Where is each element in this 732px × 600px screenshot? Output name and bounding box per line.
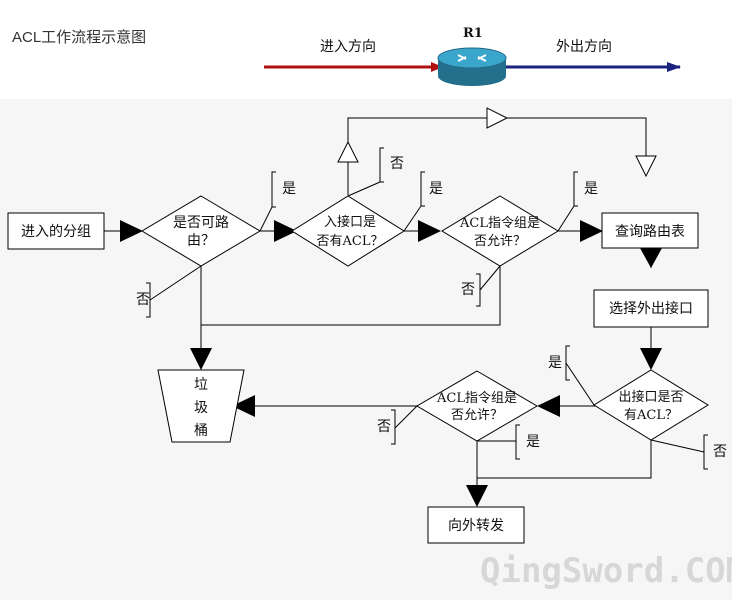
svg-text:圾: 圾 xyxy=(194,400,208,416)
node-acl-in-decision: ACL指令组是 否允许？ xyxy=(441,195,559,267)
svg-text:否允许？: 否允许？ xyxy=(451,407,503,423)
svg-text:查询路由表: 查询路由表 xyxy=(615,224,685,240)
node-acl-out-decision: ACL指令组是 否允许？ xyxy=(416,370,538,442)
watermark: QingSword.COM xyxy=(480,551,732,591)
svg-text:桶: 桶 xyxy=(194,423,208,439)
annotation-brackets xyxy=(146,147,708,470)
label-no: 否 xyxy=(136,292,150,308)
node-out-iface-decision: 出接口是否 有ACL？ xyxy=(593,369,709,441)
label-no: 否 xyxy=(377,419,391,435)
annotation-labels: 是 否 是 否 是 否 是 否 否 是 xyxy=(136,156,727,460)
svg-text:入接口是: 入接口是 xyxy=(324,214,376,230)
inbound-label: 进入方向 xyxy=(320,39,376,55)
svg-text:选择外出接口: 选择外出接口 xyxy=(609,300,693,317)
node-lookup-route: 查询路由表 xyxy=(601,212,699,249)
svg-text:向外转发: 向外转发 xyxy=(448,518,504,534)
label-no: 否 xyxy=(713,444,727,460)
svg-text:出接口是否: 出接口是否 xyxy=(618,389,683,405)
node-forward-out: 向外转发 xyxy=(427,506,525,544)
svg-text:由？: 由？ xyxy=(187,233,215,249)
node-incoming-packet: 进入的分组 xyxy=(7,212,105,250)
diagram-background xyxy=(0,99,732,600)
page-title: ACL工作流程示意图 xyxy=(12,29,147,46)
label-yes: 是 xyxy=(429,181,443,197)
svg-text:ACL指令组是: ACL指令组是 xyxy=(459,216,540,231)
label-no: 否 xyxy=(461,282,475,298)
label-yes: 是 xyxy=(584,181,598,197)
svg-text:有ACL？: 有ACL？ xyxy=(624,408,678,423)
svg-text:否允许？: 否允许？ xyxy=(474,233,526,249)
svg-text:是否可路: 是否可路 xyxy=(173,215,229,231)
svg-text:垃: 垃 xyxy=(194,377,208,393)
svg-text:ACL指令组是: ACL指令组是 xyxy=(436,391,517,406)
label-yes: 是 xyxy=(282,181,296,197)
node-in-iface-decision: 入接口是 否有ACL？ xyxy=(291,195,405,267)
label-no: 否 xyxy=(390,156,404,172)
hollow-arrowheads xyxy=(337,107,657,178)
node-routable-decision: 是否可路 由？ xyxy=(141,195,261,267)
router-label: R1 xyxy=(463,26,483,41)
node-trash-bin: 垃 圾 桶 xyxy=(157,369,245,443)
label-yes: 是 xyxy=(526,434,540,450)
outbound-label: 外出方向 xyxy=(556,39,612,55)
arrowheads xyxy=(120,220,662,507)
label-yes: 是 xyxy=(548,355,562,371)
router-icon xyxy=(437,47,507,86)
svg-text:进入的分组: 进入的分组 xyxy=(21,224,91,240)
svg-text:否有ACL？: 否有ACL？ xyxy=(317,234,384,249)
node-select-out-iface: 选择外出接口 xyxy=(593,289,709,328)
